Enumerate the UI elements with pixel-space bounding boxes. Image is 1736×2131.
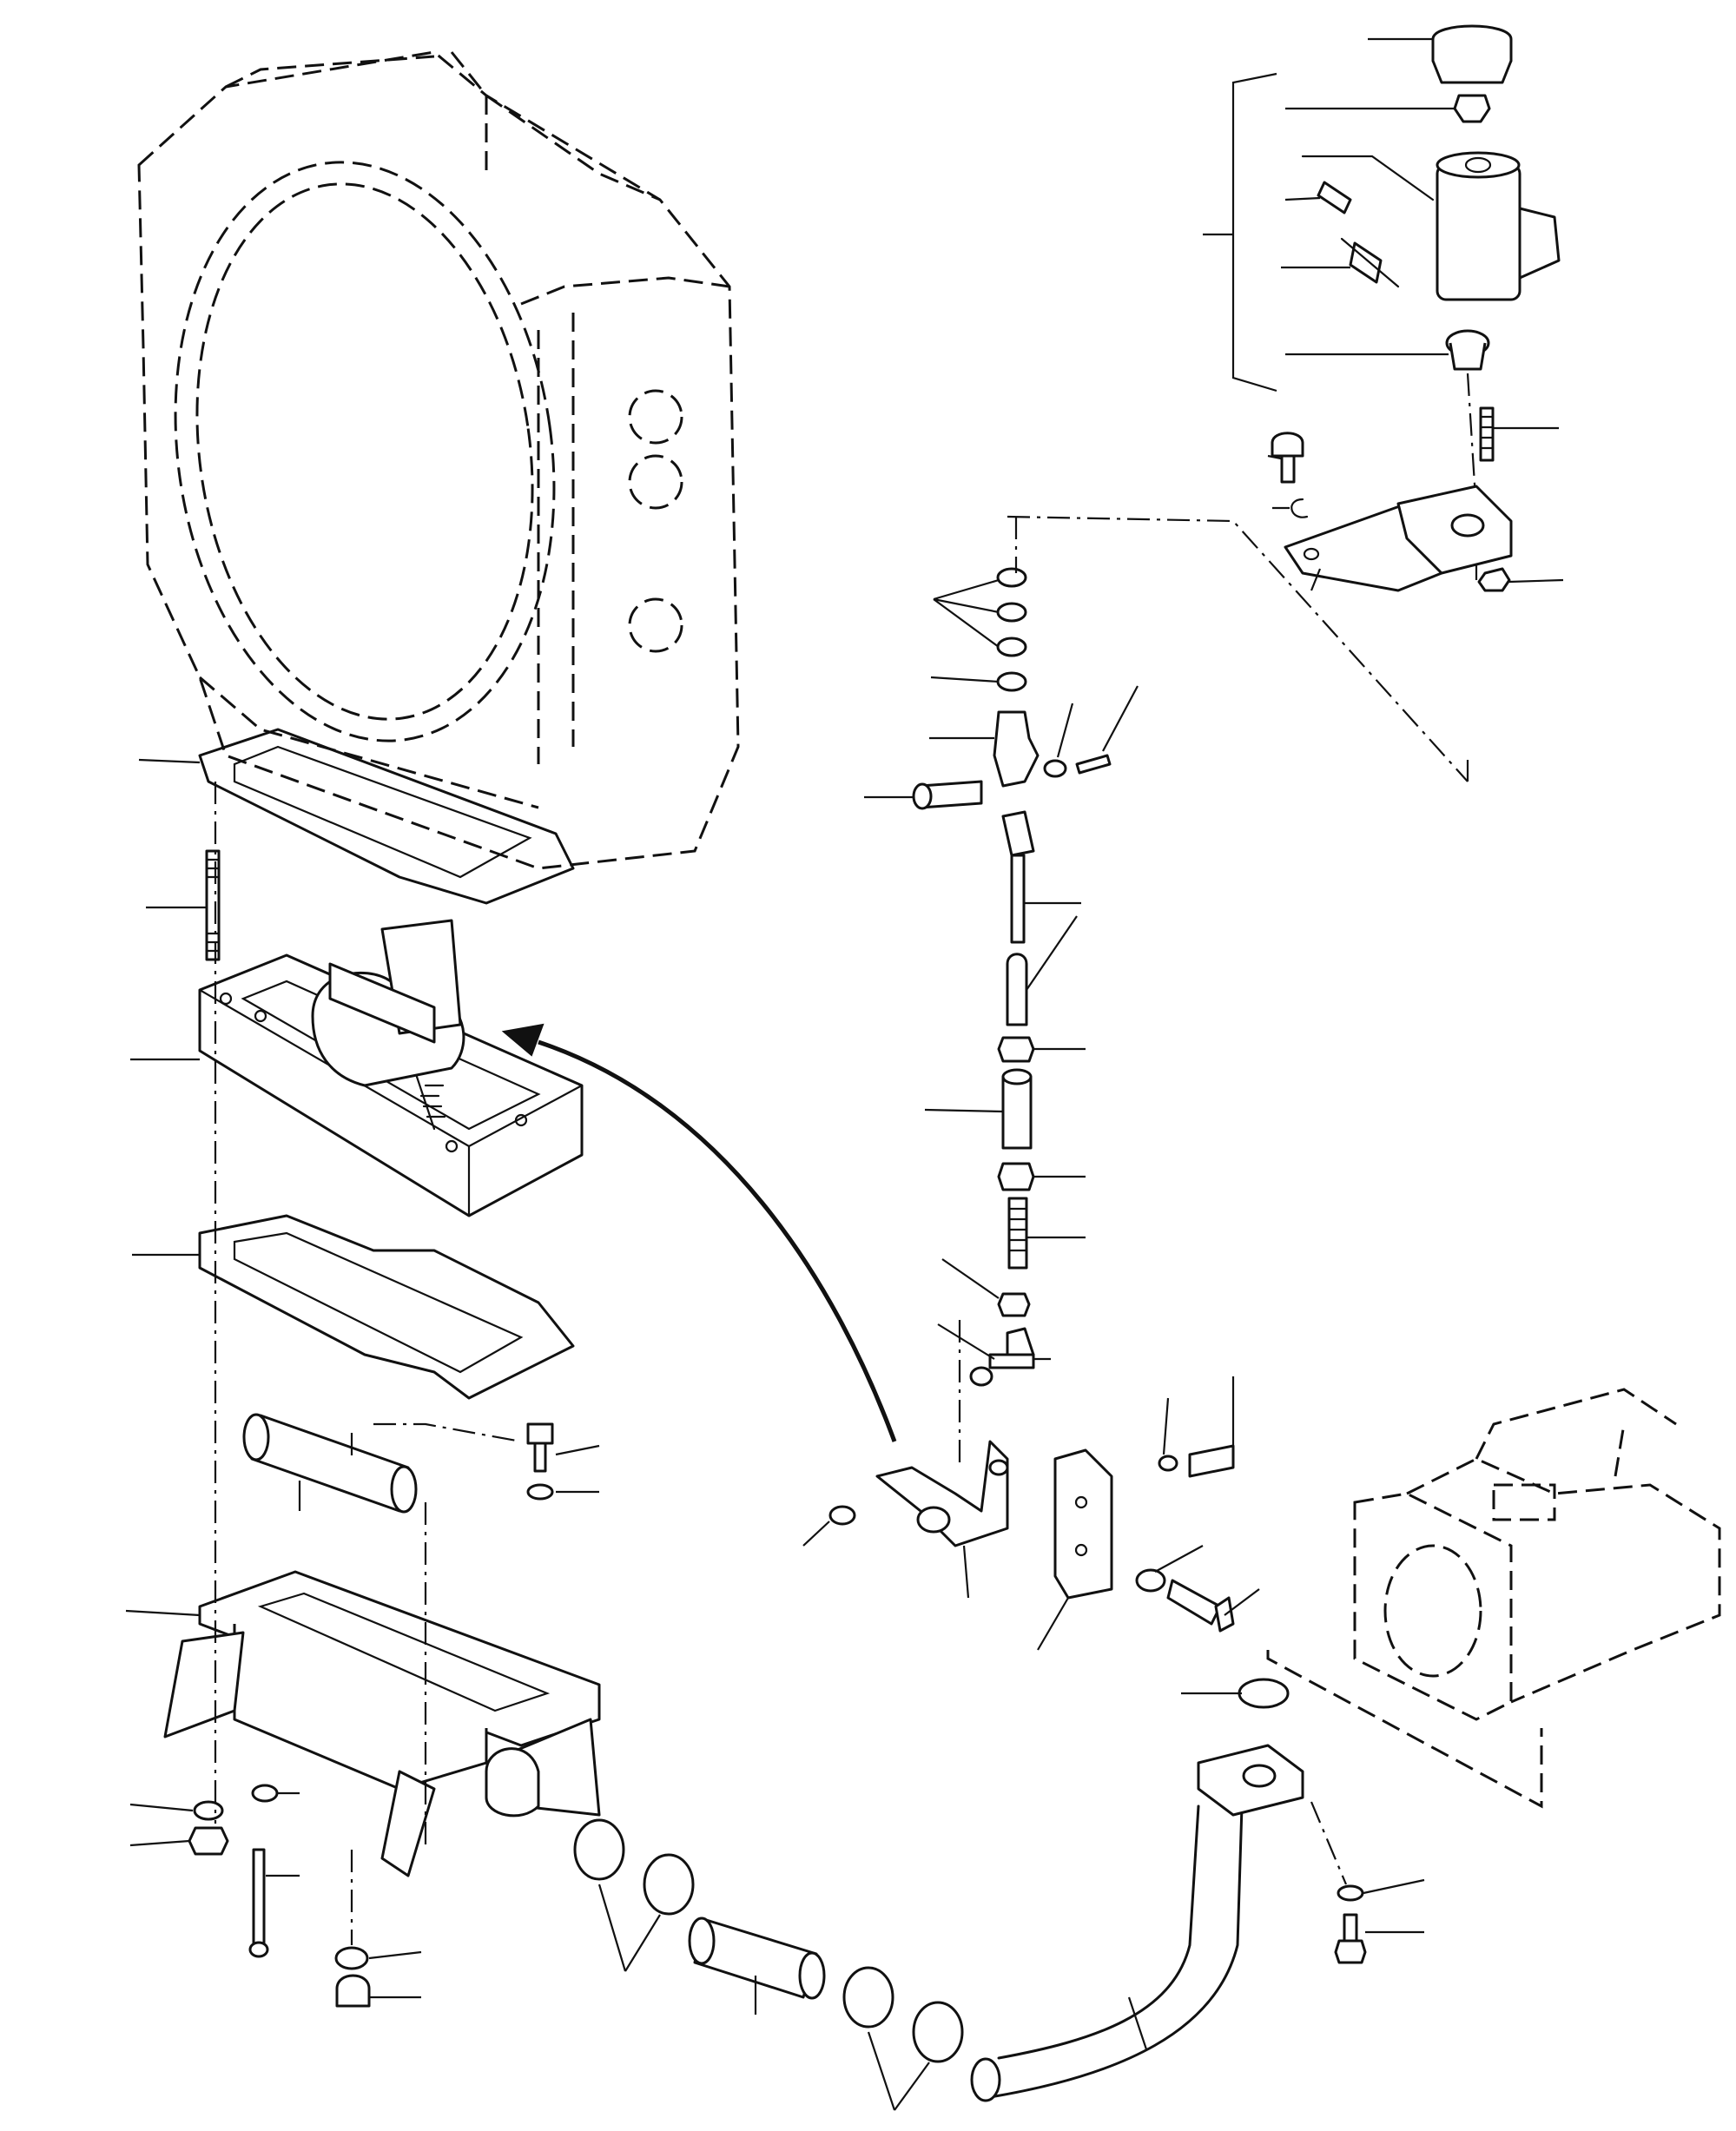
bolt-washer <box>526 1422 600 1501</box>
valve-gasket <box>132 1214 575 1400</box>
assembly-arrow <box>501 1023 897 1442</box>
fasteners-left <box>129 1784 422 2008</box>
control-rod <box>864 567 1139 1387</box>
pipe-bolts <box>1310 1801 1425 1964</box>
oil-pan <box>125 1570 601 1877</box>
plate-fasteners <box>1135 1376 1260 1633</box>
pump <box>1266 1388 1721 1809</box>
hose <box>688 1917 826 2015</box>
suction-pipe <box>970 1678 1304 2102</box>
bell-housing <box>137 50 740 870</box>
lever <box>802 1320 1009 1599</box>
bracket <box>1267 432 1564 592</box>
hose-clamps <box>573 1818 964 2111</box>
solenoid-valve <box>1203 24 1561 513</box>
stud <box>146 849 221 961</box>
center-lines <box>214 515 1469 1850</box>
sleeve <box>242 1413 418 1514</box>
housing-gasket <box>138 728 575 905</box>
valve-body <box>130 919 584 1217</box>
plate <box>1037 1448 1113 1651</box>
